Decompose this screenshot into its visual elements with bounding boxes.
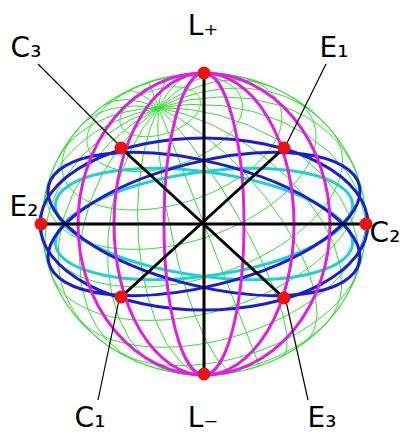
wireframe bbox=[42, 73, 366, 375]
leader-line bbox=[98, 300, 119, 400]
point-marker bbox=[278, 292, 291, 305]
axis-line bbox=[121, 148, 284, 298]
point-label: E₁ bbox=[320, 34, 349, 62]
point-marker bbox=[115, 291, 128, 304]
leader-line bbox=[286, 301, 308, 400]
point-label: L₊ bbox=[188, 12, 218, 40]
leaders bbox=[38, 64, 326, 400]
axis-line bbox=[121, 148, 284, 297]
points bbox=[35, 67, 373, 381]
point-label: L₋ bbox=[188, 404, 218, 432]
point-label: E₂ bbox=[10, 193, 39, 221]
leader-line bbox=[286, 64, 326, 145]
axes bbox=[41, 73, 366, 374]
point-marker bbox=[198, 67, 211, 80]
point-label: C₂ bbox=[370, 219, 401, 247]
point-label: C₁ bbox=[75, 404, 106, 432]
point-marker bbox=[278, 142, 291, 155]
point-label: C₃ bbox=[11, 34, 42, 62]
point-label: E₃ bbox=[308, 404, 337, 432]
point-marker bbox=[198, 368, 211, 381]
sphere-outline bbox=[42, 73, 366, 375]
point-marker bbox=[115, 142, 128, 155]
leader-line bbox=[38, 64, 119, 145]
